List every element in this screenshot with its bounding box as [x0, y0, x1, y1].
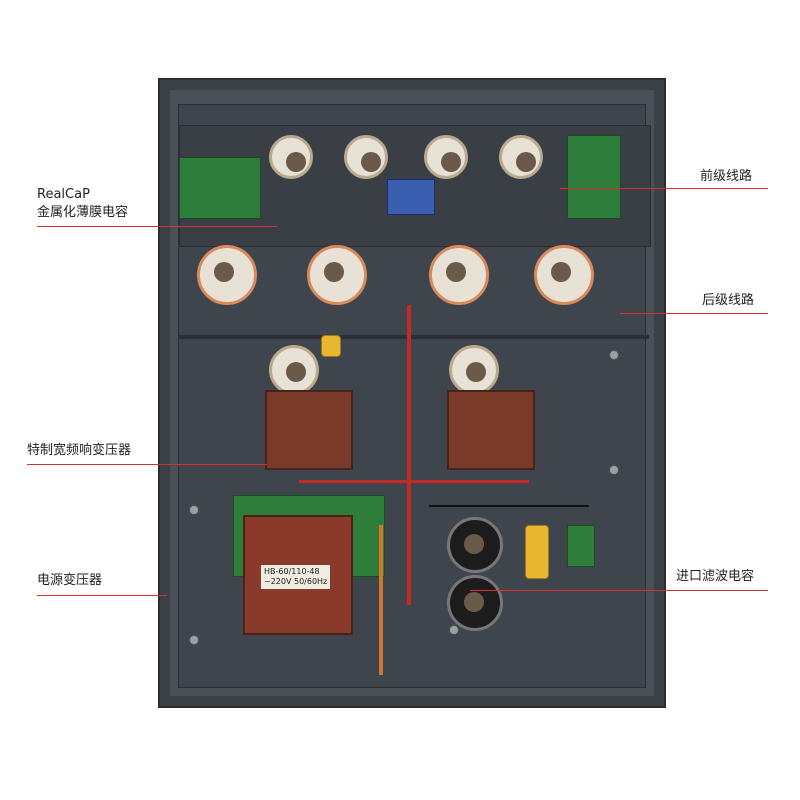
- bolt: [189, 635, 199, 645]
- output-transformer-label: 特制宽频响变压器: [27, 443, 132, 458]
- tube-socket: [424, 135, 468, 179]
- power-transformer-label: 电源变压器: [37, 573, 103, 588]
- transformer-rating: ~220V 50/60Hz: [264, 577, 328, 586]
- output-transformer-leader-line: [27, 464, 267, 465]
- realcap-label: RealCaP 金属化薄膜电容: [37, 186, 128, 222]
- power-tube-socket: [429, 245, 489, 305]
- transformer-terminal: [269, 345, 319, 395]
- tube-socket: [499, 135, 543, 179]
- yellow-filter-capacitor: [525, 525, 549, 579]
- power-tube-socket: [534, 245, 594, 305]
- transformer-nameplate: HB-60/110-48 ~220V 50/60Hz: [261, 565, 331, 589]
- rear-stage-label: 后级线路: [702, 293, 755, 308]
- output-transformer-left: [265, 390, 353, 470]
- transformer-model: HB-60/110-48: [264, 567, 320, 576]
- black-wire: [429, 505, 589, 507]
- blue-capacitor: [387, 179, 435, 215]
- bolt: [449, 625, 459, 635]
- tube-socket: [344, 135, 388, 179]
- power-tube-socket: [307, 245, 367, 305]
- filter-capacitor-leader-line: [470, 590, 768, 591]
- bolt: [609, 465, 619, 475]
- bolt: [609, 350, 619, 360]
- power-transformer-leader-line: [37, 595, 167, 596]
- filter-capacitor: [447, 575, 503, 631]
- realcap-board: [179, 157, 261, 219]
- realcap-label-line2: 金属化薄膜电容: [37, 205, 129, 220]
- front-stage-label: 前级线路: [700, 169, 753, 184]
- red-wire: [299, 480, 529, 483]
- power-transformer: HB-60/110-48 ~220V 50/60Hz: [243, 515, 353, 635]
- transformer-terminal: [449, 345, 499, 395]
- right-small-board: [567, 135, 621, 219]
- front-stage-leader-line: [560, 188, 768, 189]
- output-transformer-right: [447, 390, 535, 470]
- chassis-interior: HB-60/110-48 ~220V 50/60Hz: [178, 104, 651, 688]
- power-tube-socket: [197, 245, 257, 305]
- divider-plate: [179, 335, 649, 339]
- filter-board: [567, 525, 595, 567]
- red-wire: [407, 305, 411, 605]
- rear-stage-leader-line: [620, 313, 768, 314]
- filter-capacitor: [447, 517, 503, 573]
- realcap-label-line1: RealCaP: [37, 187, 90, 202]
- tube-socket: [269, 135, 313, 179]
- bolt: [189, 505, 199, 515]
- filter-capacitor-label: 进口滤波电容: [676, 569, 755, 584]
- orange-wire: [379, 525, 383, 675]
- amplifier-chassis: HB-60/110-48 ~220V 50/60Hz: [158, 78, 666, 708]
- realcap-leader-line: [37, 226, 277, 227]
- yellow-capacitor: [321, 335, 341, 357]
